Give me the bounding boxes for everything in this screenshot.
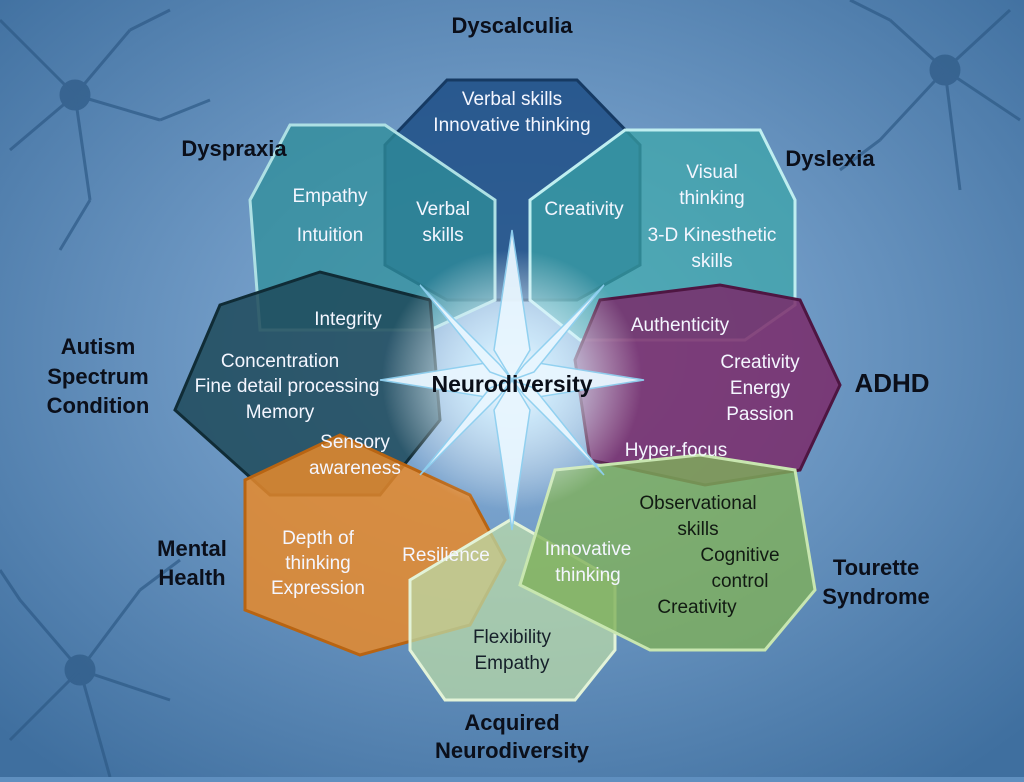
svg-text:Depth of: Depth of: [282, 528, 355, 549]
svg-text:Spectrum: Spectrum: [47, 364, 148, 389]
traits-adhd: Authenticity Creativity Energy Passion H…: [625, 315, 800, 461]
center-label: Neurodiversity: [431, 371, 592, 397]
svg-text:Empathy: Empathy: [475, 653, 550, 674]
svg-text:Integrity: Integrity: [314, 309, 382, 330]
traits-acquired: Flexibility Empathy: [473, 627, 552, 674]
traits-dyslexia: Visual thinking 3-D Kinesthetic skills: [648, 162, 777, 272]
svg-text:Health: Health: [158, 565, 225, 590]
traits-autism: Integrity Concentration Fine detail proc…: [195, 309, 401, 479]
svg-text:Flexibility: Flexibility: [473, 627, 552, 648]
traits-mental-health: Depth of thinking Expression Resilience: [271, 528, 490, 599]
svg-text:Creativity: Creativity: [544, 199, 624, 220]
traits-dyspraxia: Empathy Intuition: [293, 186, 368, 246]
svg-text:thinking: thinking: [285, 553, 351, 574]
svg-text:Empathy: Empathy: [293, 186, 368, 207]
svg-text:Verbal: Verbal: [416, 199, 470, 220]
svg-text:control: control: [711, 571, 768, 592]
svg-text:Fine detail processing: Fine detail processing: [195, 376, 380, 397]
traits-dyscalculia: Verbal skills Innovative thinking Verbal…: [416, 89, 624, 246]
svg-text:Memory: Memory: [246, 402, 315, 423]
category-dyslexia: Dyslexia: [785, 146, 875, 171]
category-tourette: Tourette Syndrome: [822, 555, 930, 609]
svg-text:awareness: awareness: [309, 458, 401, 479]
svg-text:Innovative: Innovative: [545, 539, 632, 560]
svg-text:thinking: thinking: [555, 565, 621, 586]
svg-text:Tourette: Tourette: [833, 555, 919, 580]
svg-text:Mental: Mental: [157, 536, 227, 561]
svg-text:Intuition: Intuition: [297, 225, 364, 246]
svg-text:Innovative thinking: Innovative thinking: [433, 115, 590, 136]
svg-text:3-D Kinesthetic: 3-D Kinesthetic: [648, 225, 777, 246]
category-mental-health: Mental Health: [157, 536, 227, 590]
neuron-icon: [839, 0, 1021, 191]
svg-text:Verbal skills: Verbal skills: [462, 89, 562, 110]
svg-text:Authenticity: Authenticity: [631, 315, 730, 336]
svg-text:Resilience: Resilience: [402, 545, 490, 566]
svg-text:Visual: Visual: [686, 162, 737, 183]
category-autism: Autism Spectrum Condition: [47, 334, 150, 418]
neuron-icon: [0, 8, 211, 251]
svg-text:Cognitive: Cognitive: [700, 545, 779, 566]
svg-text:Syndrome: Syndrome: [822, 584, 930, 609]
category-dyscalculia: Dyscalculia: [451, 13, 573, 38]
svg-text:Expression: Expression: [271, 578, 365, 599]
svg-text:Concentration: Concentration: [221, 351, 339, 372]
neuron-icon: [0, 558, 181, 778]
svg-text:Observational: Observational: [639, 493, 756, 514]
crystal-star-icon: [379, 229, 645, 531]
category-acquired: Acquired Neurodiversity: [435, 710, 590, 763]
traits-tourette: Innovative thinking Observational skills…: [545, 493, 780, 618]
svg-text:Sensory: Sensory: [320, 432, 390, 453]
category-dyspraxia: Dyspraxia: [181, 136, 287, 161]
category-adhd: ADHD: [854, 368, 929, 398]
svg-text:Creativity: Creativity: [657, 597, 737, 618]
svg-text:thinking: thinking: [679, 188, 745, 209]
svg-text:skills: skills: [422, 225, 463, 246]
tourette-petal: [518, 453, 817, 652]
svg-text:skills: skills: [677, 519, 718, 540]
svg-text:Energy: Energy: [730, 378, 791, 399]
svg-text:Hyper-focus: Hyper-focus: [625, 440, 727, 461]
svg-text:Autism: Autism: [61, 334, 136, 359]
svg-text:Creativity: Creativity: [720, 352, 800, 373]
svg-text:Passion: Passion: [726, 404, 794, 425]
svg-text:Neurodiversity: Neurodiversity: [435, 738, 590, 763]
svg-text:skills: skills: [691, 251, 732, 272]
svg-text:Acquired: Acquired: [464, 710, 559, 735]
svg-text:Condition: Condition: [47, 393, 150, 418]
